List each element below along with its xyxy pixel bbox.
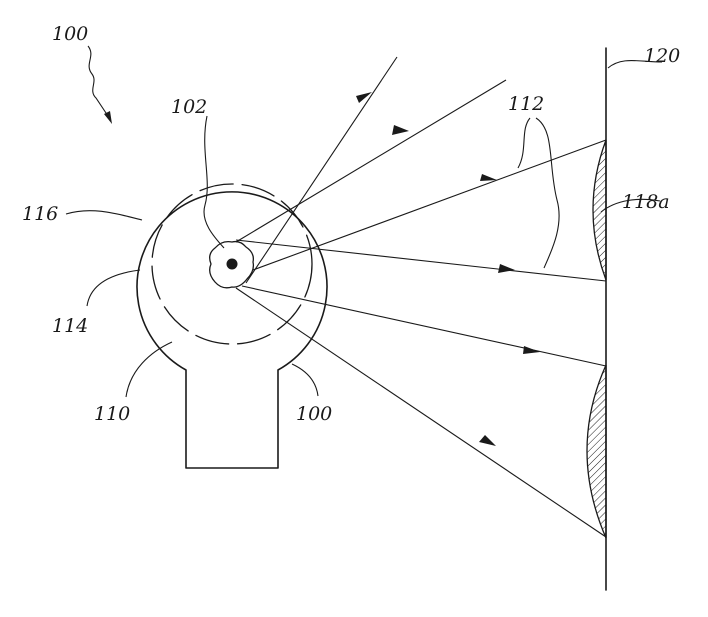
label-assembly: 100 (52, 23, 88, 45)
label-light-source: 102 (171, 96, 207, 118)
label-wall-pattern: 118a (622, 191, 670, 213)
ray-4 (235, 239, 607, 282)
leader-110 (125, 341, 173, 398)
inner-dashed-ring (151, 183, 313, 345)
label-base: 116 (22, 203, 58, 225)
ray-5 (241, 285, 607, 367)
wall-pattern-upper (592, 139, 607, 281)
leader-112 (517, 117, 531, 169)
arrowhead-4 (498, 264, 515, 273)
ray-2 (235, 79, 507, 243)
ray-1 (245, 56, 398, 284)
arrowhead-2 (392, 125, 409, 135)
leader-100-bottom (291, 363, 319, 397)
housing-outline (136, 191, 328, 469)
leader-112b (535, 117, 560, 269)
leader-116 (65, 210, 143, 221)
arrowhead-5 (523, 346, 540, 354)
light-source-center (226, 258, 238, 270)
leader-100-top (87, 45, 109, 117)
label-housing: 100 (296, 403, 332, 425)
label-inner-ring: 110 (94, 403, 130, 425)
ray-6 (235, 287, 607, 538)
leader-114 (86, 269, 141, 307)
arrowhead-3 (480, 174, 497, 181)
ray-3 (252, 139, 607, 271)
light-source (209, 240, 255, 289)
label-outer-housing: 114 (52, 315, 88, 337)
leader-102 (203, 115, 225, 249)
leader-118a (600, 198, 661, 213)
label-wall: 120 (644, 45, 680, 67)
label-rays: 112 (508, 93, 544, 115)
arrowhead-100-top (104, 111, 112, 124)
arrowhead-1 (356, 92, 372, 103)
wall-pattern-lower (586, 364, 607, 539)
arrowhead-6 (479, 435, 496, 446)
leader-120 (607, 59, 663, 69)
